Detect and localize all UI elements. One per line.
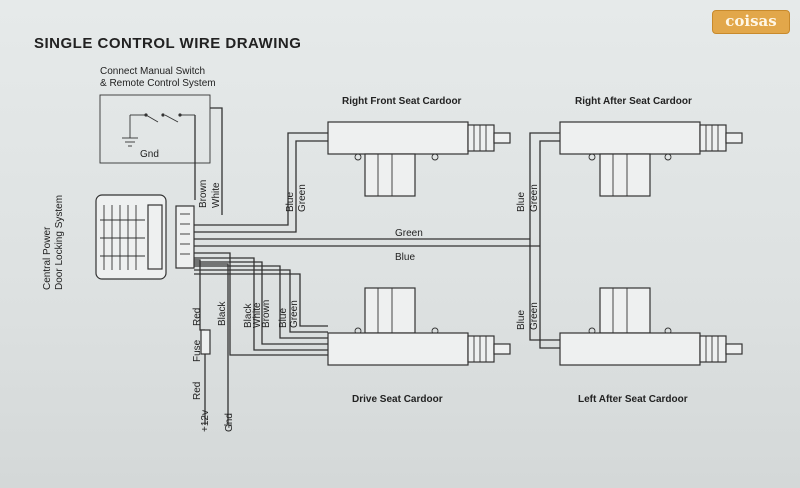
power-gnd-label: Gnd <box>224 413 235 432</box>
wire-label-black-power: Black <box>217 301 228 326</box>
diagram-title: SINGLE CONTROL WIRE DRAWING <box>34 35 301 52</box>
door-label-right-after: Right After Seat Cardoor <box>575 96 692 107</box>
wire-label-green-rf: Green <box>297 184 308 212</box>
power-12v-label: +12v <box>200 410 211 432</box>
wire-label-black-drive: Black <box>243 303 254 328</box>
wire-label-green-right-upper: Green <box>529 184 540 212</box>
wire-label-white: White <box>211 182 222 208</box>
wire-label-white-drive: White <box>252 302 263 328</box>
central-unit-label-line2: Door Locking System <box>54 195 65 290</box>
actuator-right-front <box>327 121 511 197</box>
brand-logo: coisas <box>712 10 790 34</box>
wire-label-blue-rf: Blue <box>285 192 296 212</box>
door-label-drive: Drive Seat Cardoor <box>352 394 443 405</box>
wire-label-blue-right-upper: Blue <box>516 192 527 212</box>
switch-gnd-label: Gnd <box>140 149 159 160</box>
fuse-label: Fuse <box>192 339 203 362</box>
wire-label-green-drive: Green <box>289 300 300 328</box>
switch-contacts <box>122 113 195 147</box>
central-connector <box>175 205 195 269</box>
wire-label-brown: Brown <box>198 180 209 208</box>
wire-label-brown-drive: Brown <box>261 300 272 328</box>
bus-label-green: Green <box>395 228 423 239</box>
wire-label-red-upper: Red <box>192 308 203 326</box>
wire-label-blue-drive: Blue <box>278 308 289 328</box>
actuator-left-after <box>559 287 743 366</box>
central-locking-unit <box>95 194 167 280</box>
door-label-right-front: Right Front Seat Cardoor <box>342 96 462 107</box>
wire-label-green-right-lower: Green <box>529 302 540 330</box>
wire-label-red-lower: Red <box>192 382 203 400</box>
door-label-left-after: Left After Seat Cardoor <box>578 394 688 405</box>
switch-label-line1: Connect Manual Switch <box>100 66 205 77</box>
actuator-right-after <box>559 121 743 197</box>
bus-label-blue: Blue <box>395 252 415 263</box>
switch-box <box>99 94 211 164</box>
wire-label-blue-right-lower: Blue <box>516 310 527 330</box>
central-unit-label-line1: Central Power <box>42 226 53 290</box>
actuator-drive <box>327 287 511 366</box>
switch-label-line2: & Remote Control System <box>100 78 216 89</box>
